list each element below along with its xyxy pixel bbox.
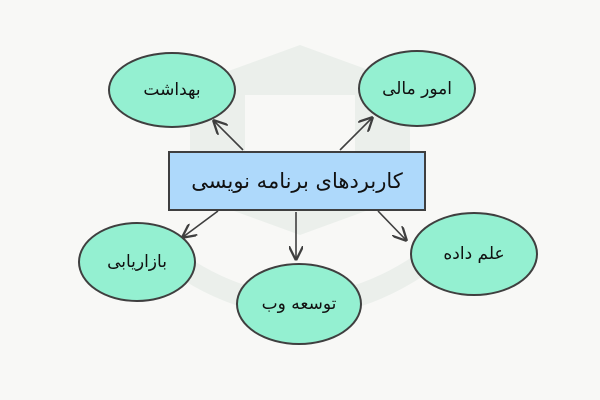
center-node-label: کاربردهای برنامه نویسی [191,169,403,193]
node-marketing-label: بازاریابی [107,252,167,272]
node-web-dev: توسعه وب [236,263,362,345]
node-data-science-label: علم داده [443,244,505,264]
arrow-to-data-science [377,210,406,240]
arrow-to-marketing [183,210,219,237]
node-health: بهداشت [108,52,236,128]
arrow-to-finance [339,118,372,151]
node-finance: امور مالی [358,50,476,127]
center-node: کاربردهای برنامه نویسی [168,151,426,211]
node-web-dev-label: توسعه وب [261,294,337,314]
node-data-science: علم داده [410,212,538,296]
node-finance-label: امور مالی [382,78,452,99]
node-marketing: بازاریابی [78,222,196,302]
node-health-label: بهداشت [143,80,201,100]
arrow-to-health [214,121,244,151]
